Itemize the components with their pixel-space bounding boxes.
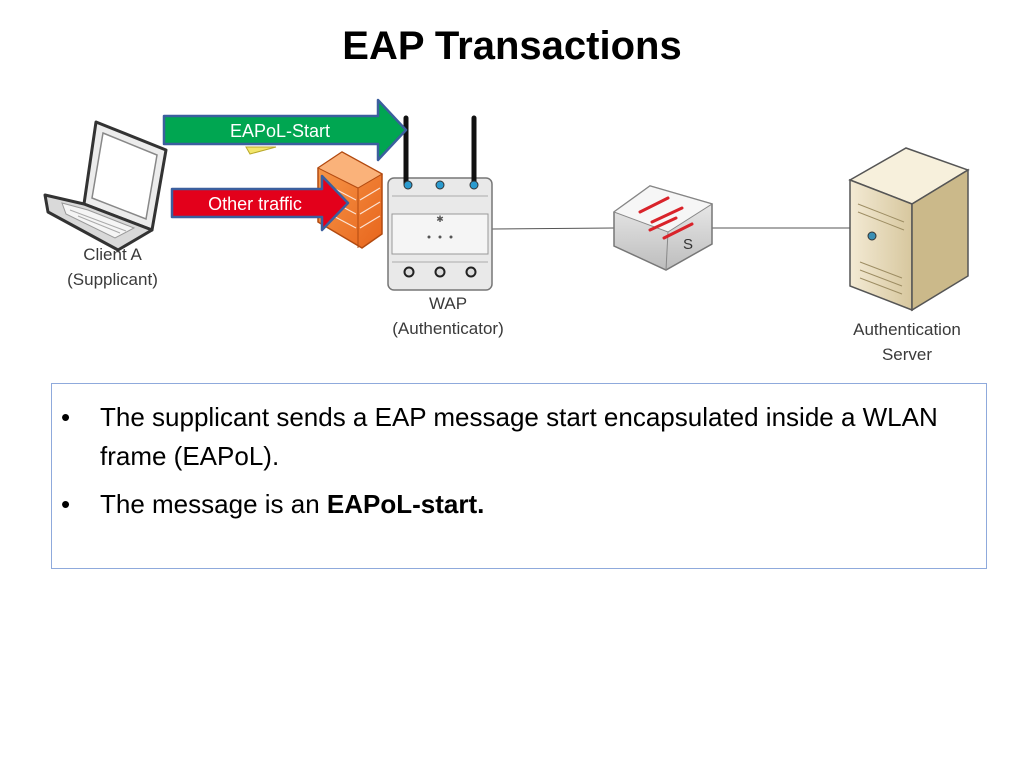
eapol-start-label: EAPoL-Start — [230, 121, 330, 141]
access-point-icon: ✱ — [387, 115, 493, 291]
switch-letter: S — [683, 236, 693, 253]
slide-title: EAP Transactions — [342, 24, 682, 68]
wap-label-line2: (Authenticator) — [392, 319, 504, 338]
eapol-start-arrow: EAPoL-Start — [162, 98, 408, 162]
bullet-item-2-bold: EAPoL-start. — [326, 489, 485, 519]
bullet-item-1-text: The supplicant sends a EAP message start… — [100, 402, 938, 471]
wap-label-line1: WAP — [428, 294, 468, 313]
wap-label: WAP (Authenticator) — [370, 291, 526, 341]
client-label-line2: (Supplicant) — [67, 270, 158, 289]
server-label-line1: Authentication — [853, 320, 961, 339]
network-diagram: ✱ S — [43, 98, 970, 312]
switch-icon: S — [612, 185, 714, 271]
bullet-item-2: The message is an EAPoL-start. — [61, 485, 966, 524]
firewall-icon — [317, 151, 384, 249]
other-traffic-label: Other traffic — [208, 194, 302, 214]
other-traffic-arrow: Other traffic — [170, 174, 350, 232]
link-lines — [491, 227, 850, 230]
server-icon — [848, 147, 970, 312]
client-label-line1: Client A — [83, 245, 142, 264]
bullet-item-1: The supplicant sends a EAP message start… — [61, 398, 966, 476]
bullet-list: The supplicant sends a EAP message start… — [52, 384, 986, 524]
client-label: Client A (Supplicant) — [40, 242, 185, 292]
callout-pointer — [245, 146, 277, 155]
bullet-item-2-prefix: The message is an — [100, 489, 327, 519]
svg-text:✱: ✱ — [436, 215, 444, 225]
server-label: Authentication Server — [832, 317, 982, 367]
bullet-box: The supplicant sends a EAP message start… — [51, 383, 987, 569]
laptop-icon — [43, 120, 168, 252]
server-label-line2: Server — [881, 345, 933, 364]
